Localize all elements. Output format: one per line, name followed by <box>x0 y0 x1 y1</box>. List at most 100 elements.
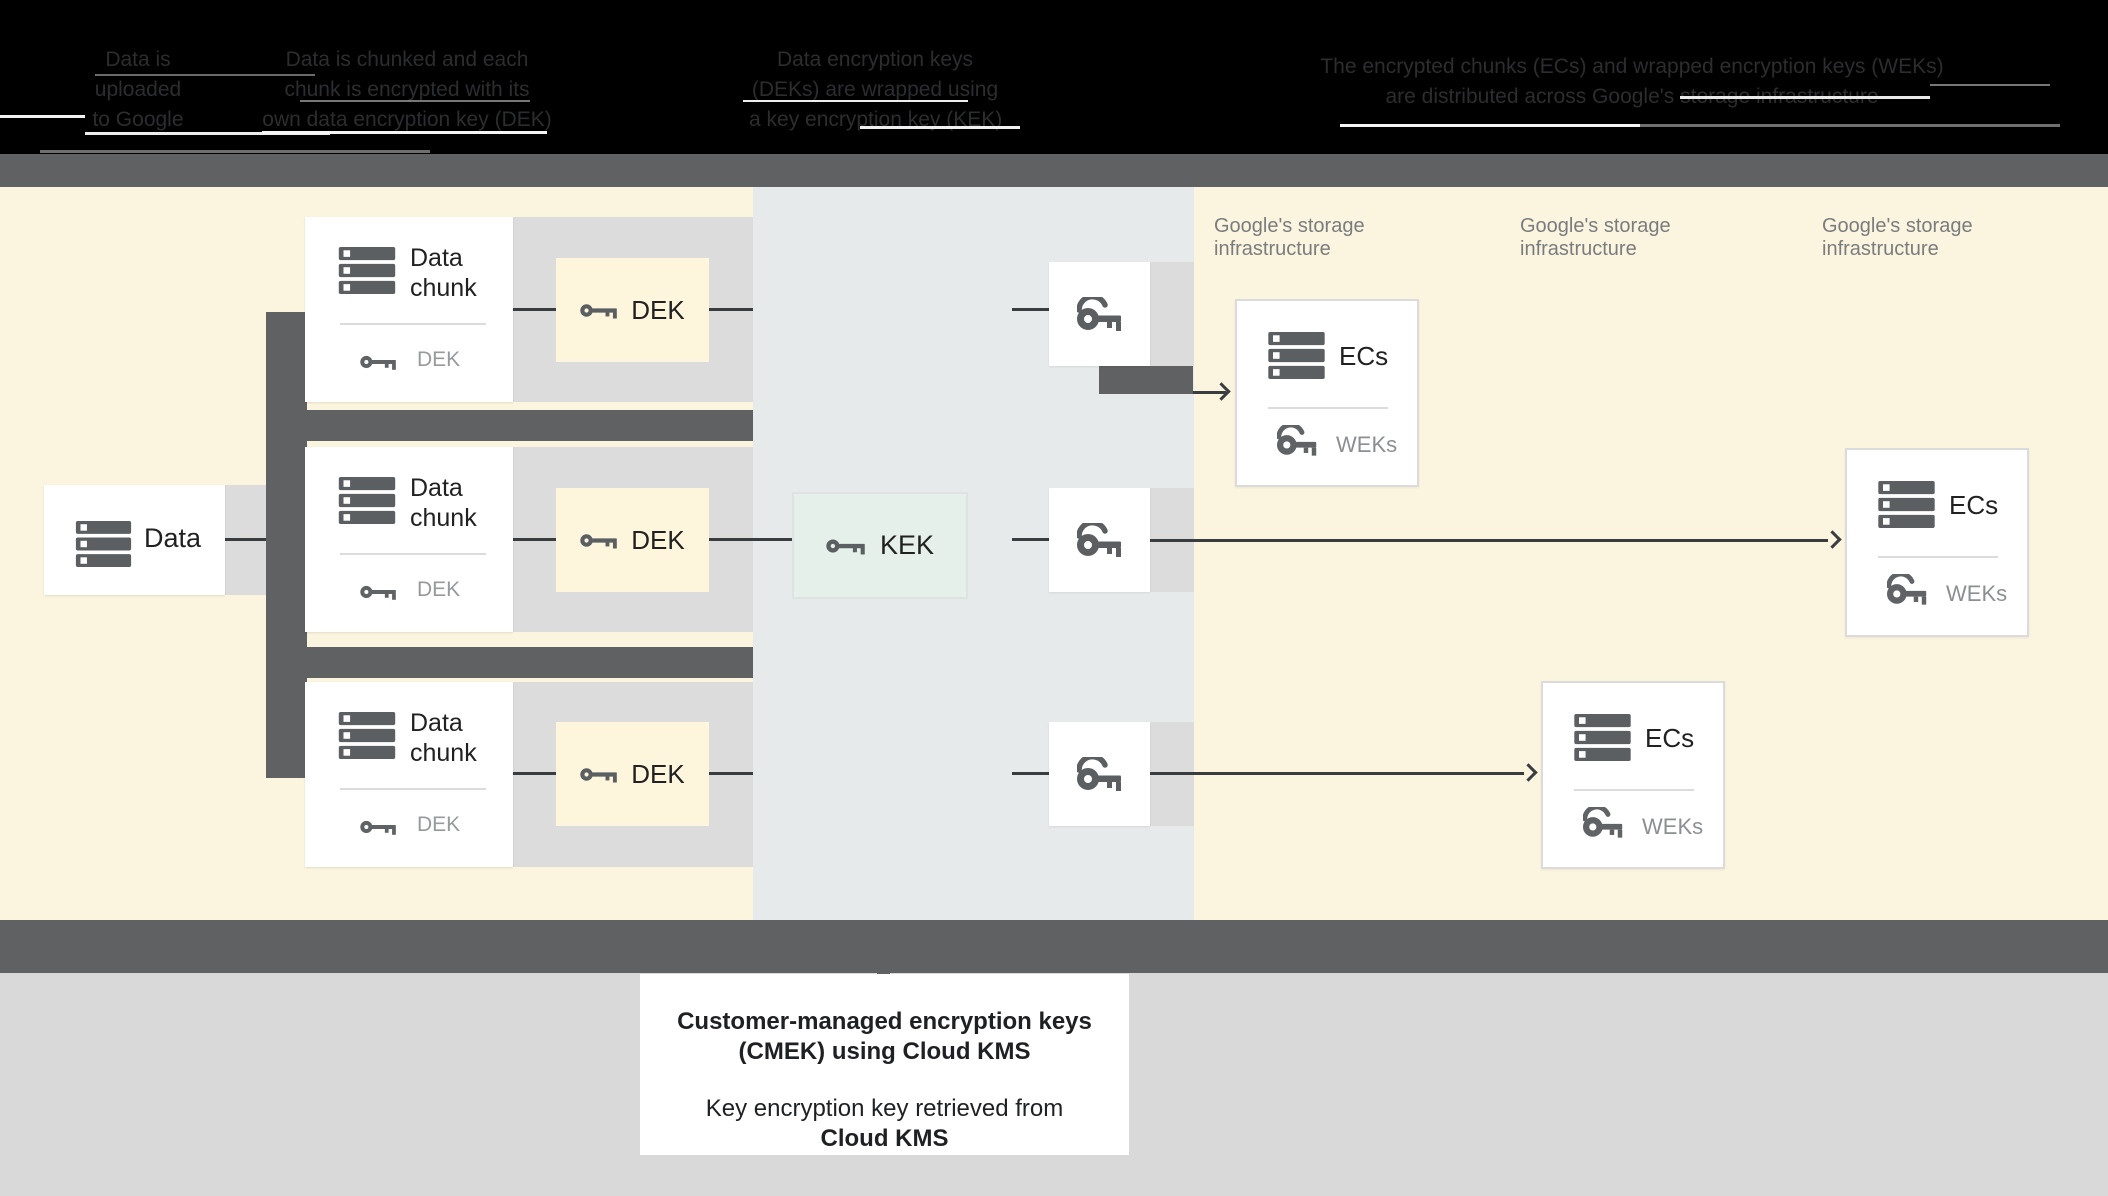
connector-dek3-kms <box>709 772 753 775</box>
divider <box>340 553 486 555</box>
arrow-line-ecs1 <box>1193 391 1226 394</box>
data-node-label: Data <box>144 523 202 553</box>
database-icon <box>338 247 396 294</box>
ecs-key-label: WEKs <box>1642 814 1704 839</box>
storage-label-3: Google's storage infrastructure <box>1822 215 1973 260</box>
connector-chunk2-dek <box>513 538 556 541</box>
wrapped-key-icon <box>1077 297 1123 331</box>
ecs-key-label: WEKs <box>1336 432 1398 457</box>
key-icon <box>580 531 618 550</box>
connector-chunk3-dek <box>513 772 556 775</box>
separator-bar-1 <box>266 410 753 441</box>
wrapped-key-icon <box>1887 574 1928 605</box>
data-chunk-card-3: Data chunk DEK <box>305 682 513 867</box>
ecs-box-3: ECs WEKs <box>1845 448 2029 637</box>
redaction-streak <box>1930 84 2050 86</box>
key-icon <box>360 353 397 371</box>
dek-label: DEK <box>631 294 685 325</box>
key-icon <box>826 536 866 556</box>
redaction-streak <box>0 115 85 118</box>
header-band: Data is uploaded to Google Data is chunk… <box>0 0 2108 154</box>
caption-panel: Customer-managed encryption keys (CMEK) … <box>640 974 1129 1155</box>
header-caption-wrapped: Data encryption keys (DEKs) are wrapped … <box>749 48 1003 131</box>
data-node: Data <box>44 485 225 595</box>
wrap-key-box-2 <box>1049 488 1150 592</box>
database-icon <box>75 521 132 567</box>
data-chunk-card-2: Data chunk DEK <box>305 447 513 632</box>
caption-connector-notch <box>877 964 890 974</box>
dek-box-2: DEK <box>556 488 709 592</box>
caption-body: Key encryption key retrieved from Cloud … <box>705 1095 1064 1152</box>
dek-box-1: DEK <box>556 258 709 362</box>
connector-data-trunk <box>225 538 266 541</box>
dek-box-3: DEK <box>556 722 709 826</box>
dek-label: DEK <box>631 524 685 555</box>
chunk-key-label: DEK <box>417 578 461 601</box>
divider <box>1268 407 1388 409</box>
header-caption-upload: Data is uploaded to Google <box>92 48 184 131</box>
wrap-key-box-1 <box>1049 262 1150 366</box>
connector-kek-wrap3 <box>1012 772 1049 775</box>
ecs-box-1: ECs WEKs <box>1235 299 1419 487</box>
divider <box>340 788 486 790</box>
wrapped-key-icon <box>1077 757 1123 791</box>
ecs-title: ECs <box>1339 341 1389 371</box>
redaction-streak <box>1640 124 2060 127</box>
wrapped-key-icon <box>1277 425 1318 456</box>
divider <box>1878 556 1998 558</box>
chunk-title: Data chunk <box>410 474 477 532</box>
redaction-streak <box>95 74 315 76</box>
ecs-title: ECs <box>1645 723 1695 753</box>
key-icon <box>580 301 618 320</box>
database-icon <box>338 477 396 524</box>
wrapped-key-thick-connector <box>1099 366 1193 394</box>
caption-title: Customer-managed encryption keys (CMEK) … <box>677 1008 1092 1065</box>
connector-chunk1-dek <box>513 308 556 311</box>
kek-label: KEK <box>879 530 935 560</box>
database-icon <box>1574 714 1631 761</box>
divider <box>1574 789 1694 791</box>
ecs-key-label: WEKs <box>1946 581 2008 606</box>
redaction-streak <box>743 100 968 102</box>
arrow-line-ecs3 <box>1150 539 1828 542</box>
chunk-title: Data chunk <box>410 244 477 302</box>
key-icon <box>580 765 618 784</box>
chunk-key-label: DEK <box>417 813 461 836</box>
key-icon <box>360 818 397 836</box>
redaction-streak <box>1340 124 1640 127</box>
wrapped-key-icon <box>1583 807 1624 838</box>
redaction-streak <box>262 131 547 134</box>
connector-dek1-kms <box>709 308 753 311</box>
redaction-streak <box>85 132 330 135</box>
storage-label-1: Google's storage infrastructure <box>1214 215 1365 260</box>
wrap-key-box-3 <box>1049 722 1150 826</box>
connector-kek-wrap1 <box>1012 308 1049 311</box>
database-icon <box>1878 481 1935 528</box>
redaction-streak <box>40 150 430 153</box>
header-caption-chunked: Data is chunked and each chunk is encryp… <box>262 48 552 131</box>
data-chunk-card-1: Data chunk DEK <box>305 217 513 402</box>
redaction-streak <box>860 126 1020 129</box>
separator-bar-2 <box>266 647 753 678</box>
trunk-connector <box>266 312 307 778</box>
key-icon <box>360 583 397 601</box>
redaction-streak <box>1680 96 1930 99</box>
chunk-title: Data chunk <box>410 709 477 767</box>
database-icon <box>1268 332 1325 379</box>
ecs-title: ECs <box>1949 490 1999 520</box>
connector-kek-wrap2 <box>1012 538 1049 541</box>
chunk-key-label: DEK <box>417 348 461 371</box>
header-caption-distributed: The encrypted chunks (ECs) and wrapped e… <box>1320 55 1944 108</box>
storage-label-2: Google's storage infrastructure <box>1520 215 1671 260</box>
wrap-key-strip-1 <box>1150 262 1194 366</box>
database-icon <box>338 712 396 759</box>
divider <box>340 323 486 325</box>
top-divider-band <box>0 154 2108 187</box>
kek-box: KEK <box>792 492 968 599</box>
connector-dek2-kek <box>709 538 792 541</box>
ecs-box-2: ECs WEKs <box>1541 681 1725 869</box>
dek-label: DEK <box>631 758 685 789</box>
wrapped-key-icon <box>1077 523 1123 557</box>
arrow-line-ecs2 <box>1150 772 1524 775</box>
